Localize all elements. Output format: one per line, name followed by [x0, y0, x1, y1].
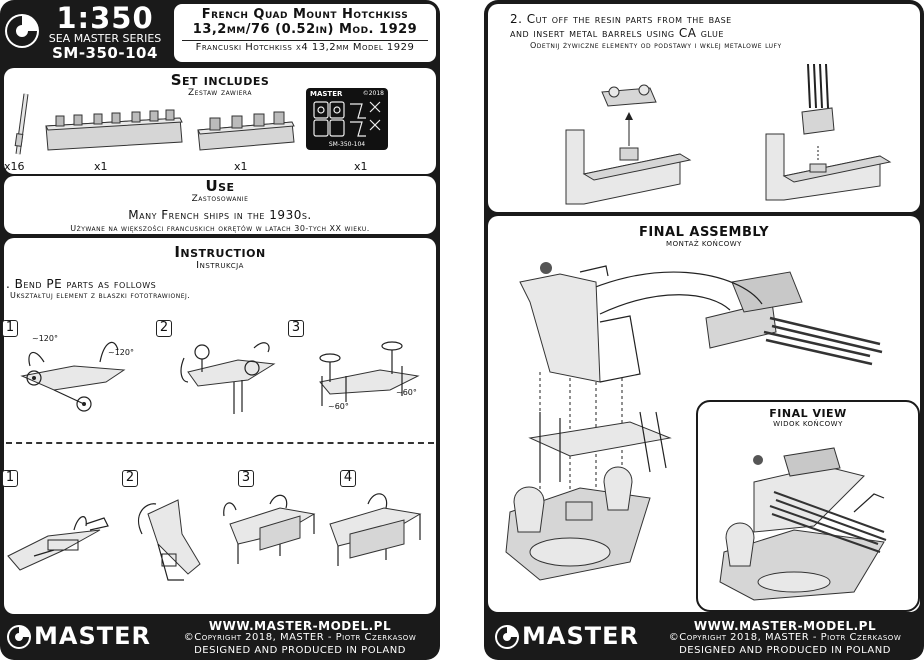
use-panel: Use Zastosowanie Many French ships in th…	[4, 176, 436, 234]
master-logo-icon	[7, 625, 31, 649]
instruction-title: Instruction	[174, 243, 266, 261]
set-includes-title: Set includes	[170, 71, 270, 89]
master-swirl-icon	[5, 14, 39, 48]
step2-text-line2: and insert metal barrels using CA glue	[510, 26, 724, 40]
pe-fret-brand: MASTER	[310, 90, 343, 98]
final-assembly-exploded-illustration	[505, 262, 883, 581]
set-includes-subtitle: Zestaw zawiera	[188, 88, 252, 98]
step2-cut-resin-illustration	[565, 84, 692, 205]
bend-step-1-number: 1	[2, 320, 18, 337]
final-view-assembled-illustration	[719, 447, 887, 601]
pe-fret-code: SM-350-104	[328, 141, 366, 148]
pe-fret: MASTER ©2018 SM-350-104	[306, 88, 388, 150]
bend-step-2-number: 2	[156, 320, 172, 337]
footer-left-brand: MASTER	[34, 622, 151, 650]
title-line-1: French Quad Mount Hotchkiss	[201, 7, 409, 22]
title-line-2: 13,2mm/76 (0.52in) Mod. 1929	[192, 22, 418, 37]
product-code: SM-350-104	[52, 44, 158, 62]
fold-step-1-number: 1	[2, 470, 18, 487]
step2-text-pl: Odetnij żywiczne elementy od podstawy i …	[530, 41, 782, 50]
step1-text-pl: Ukształtuj element z blaszki fototrawion…	[10, 291, 191, 300]
final-assembly-title: FINAL ASSEMBLY	[638, 225, 770, 240]
footer-right-copyright: ©Copyright 2018, MASTER - Piotr Czerkaso…	[668, 632, 902, 643]
final-view-title: FINAL VIEW	[769, 407, 847, 420]
bend-angle-2: ~120°	[108, 348, 134, 357]
footer-right-made: DESIGNED AND PRODUCED IN POLAND	[679, 645, 891, 656]
bend-step-3-illustration	[319, 341, 420, 406]
fold-step-3-illustration	[223, 494, 316, 564]
set-item-qty-2: x1	[94, 160, 108, 173]
scale-label: 1:350	[56, 1, 154, 35]
fold-step-1-illustration	[7, 516, 109, 571]
title-polish: Francuski Hotchkiss x4 13,2mm Model 1929	[195, 42, 415, 53]
fold-step-4-number: 4	[340, 470, 356, 487]
dashed-divider	[6, 442, 434, 444]
use-subtitle: Zastosowanie	[191, 194, 249, 204]
bend-angle-4: ~60°	[396, 388, 417, 397]
resin-guns-strip-illustration	[197, 111, 295, 151]
footer-left: MASTER WWW.MASTER-MODEL.PL ©Copyright 20…	[0, 618, 440, 660]
bend-step-3-number: 3	[288, 320, 304, 337]
use-text-en: Many French ships in the 1930s.	[128, 208, 312, 222]
fold-step-3-number: 3	[238, 470, 254, 487]
set-item-qty-3: x1	[234, 160, 248, 173]
fold-step-2-illustration	[137, 499, 201, 581]
footer-left-made: DESIGNED AND PRODUCED IN POLAND	[194, 645, 406, 656]
series-label: SEA MASTER SERIES	[48, 32, 162, 45]
pe-fret-year: ©2018	[362, 90, 384, 97]
resin-mounts-strip-illustration	[45, 109, 183, 151]
master-logo-icon	[495, 625, 519, 649]
set-item-qty-1: x16	[4, 160, 25, 173]
fold-step-2-number: 2	[122, 470, 138, 487]
step2-insert-barrels-illustration	[765, 63, 892, 201]
bend-step-1-illustration	[20, 341, 126, 412]
footer-right-brand: MASTER	[522, 622, 639, 650]
bend-angle-1: ~120°	[32, 334, 58, 343]
pe-fret-parts	[313, 101, 381, 137]
use-text-pl: Używane na większości francuskich okrętó…	[70, 224, 370, 233]
bend-step-2-illustration	[180, 342, 276, 414]
barrel-part-illustration	[14, 93, 29, 155]
fold-step-4-illustration	[329, 493, 422, 566]
title-box: French Quad Mount Hotchkiss 13,2mm/76 (0…	[174, 4, 436, 62]
footer-right-url: WWW.MASTER-MODEL.PL	[693, 619, 877, 633]
master-logo-badge	[2, 2, 42, 60]
footer-right: MASTER WWW.MASTER-MODEL.PL ©Copyright 20…	[484, 618, 924, 660]
use-title: Use	[205, 177, 235, 195]
set-item-qty-4: x1	[354, 160, 368, 173]
instruction-subtitle: Instrukcja	[196, 260, 244, 271]
final-view-subtitle: WIDOK KOŃCOWY	[773, 420, 843, 428]
footer-left-url: WWW.MASTER-MODEL.PL	[208, 619, 392, 633]
final-assembly-subtitle: MONTAŻ KOŃCOWY	[666, 240, 742, 248]
footer-left-copyright: ©Copyright 2018, MASTER - Piotr Czerkaso…	[183, 632, 417, 643]
step2-text-line1: 2. Cut off the resin parts from the base	[510, 12, 732, 26]
scale-box: 1:350 SEA MASTER SERIES SM-350-104	[40, 4, 170, 62]
step1-text-en: . Bend PE parts as follows	[6, 277, 157, 291]
bend-angle-3: ~60°	[328, 402, 349, 411]
